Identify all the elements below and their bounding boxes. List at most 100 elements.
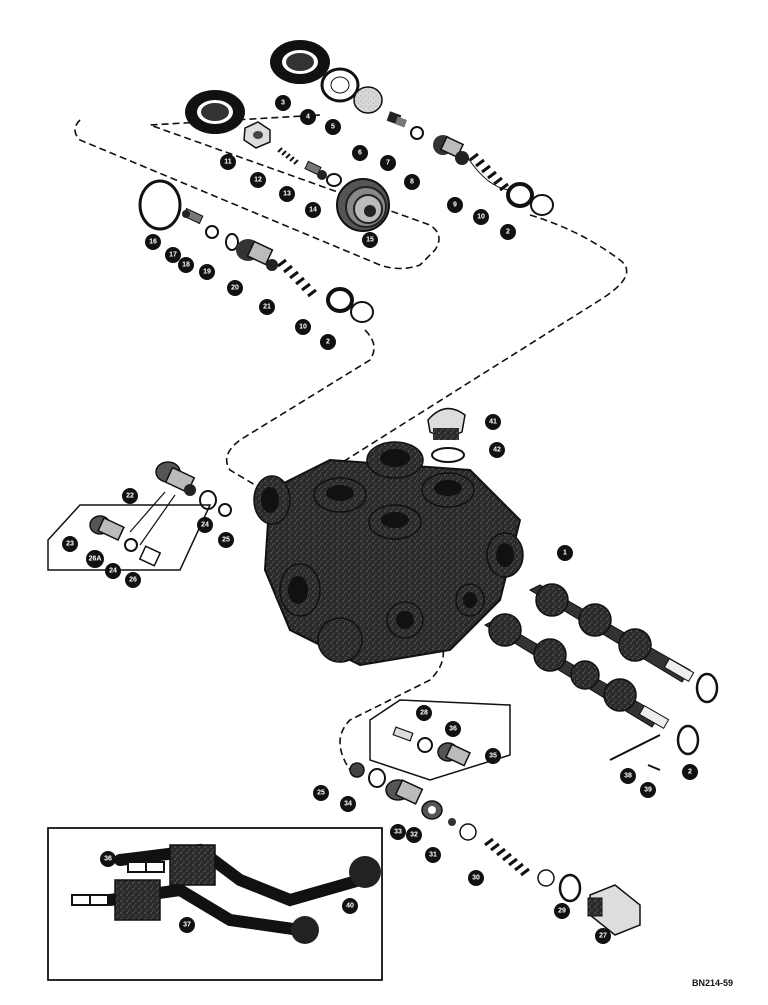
- callout-3: 3: [275, 95, 291, 111]
- callout-number: 25: [222, 537, 230, 544]
- callout-number: 19: [203, 269, 211, 276]
- callout-number: 31: [429, 852, 437, 859]
- callout-2: 2: [320, 334, 336, 350]
- callout-bubble: [218, 532, 234, 548]
- callout-26a: 26A: [86, 550, 104, 568]
- callout-number: 24: [201, 522, 209, 529]
- callout-bubble: [125, 572, 141, 588]
- callout-1: 1: [557, 545, 573, 561]
- plug-part-26: [138, 545, 162, 567]
- callout-bubble: [485, 414, 501, 430]
- washer-part-19: [225, 233, 239, 251]
- callout-bubble: [275, 95, 291, 111]
- callout-25: 25: [313, 785, 329, 801]
- callout-10: 10: [295, 319, 311, 335]
- callout-2: 2: [500, 224, 516, 240]
- callout-bubble: [554, 903, 570, 919]
- callout-number: 2: [326, 339, 330, 346]
- callout-number: 38: [624, 773, 632, 780]
- washer-part-4: [320, 67, 360, 103]
- callout-bubble: [425, 847, 441, 863]
- callout-41: 41: [485, 414, 501, 430]
- nut-part-14: [326, 173, 342, 187]
- nut-part-33-lower: [421, 800, 443, 820]
- callout-number: 7: [386, 160, 390, 167]
- o-ring-spool-end-lower: [676, 724, 700, 756]
- callout-38: 38: [620, 768, 636, 784]
- callout-bubble: [390, 824, 406, 840]
- o-ring-part-2-left: [350, 301, 374, 323]
- callout-bubble: [682, 764, 698, 780]
- callout-42: 42: [489, 442, 505, 458]
- callout-bubble: [320, 334, 336, 350]
- callout-bubble: [179, 917, 195, 933]
- callout-20: 20: [227, 280, 243, 296]
- callout-31: 31: [425, 847, 441, 863]
- callout-number: 41: [489, 419, 497, 426]
- seal-ring-part-3: [185, 40, 330, 134]
- callout-bubble: [468, 870, 484, 886]
- callout-number: 26: [129, 577, 137, 584]
- o-ring-part-2-upper: [530, 194, 554, 216]
- callout-bubble: [640, 782, 656, 798]
- callout-bubble: [199, 264, 215, 280]
- callout-bubble: [100, 851, 116, 867]
- callout-number: 13: [283, 191, 291, 198]
- callout-number: 10: [299, 324, 307, 331]
- callout-9: 9: [447, 197, 463, 213]
- relief-valve-part-22: [155, 461, 196, 496]
- callout-14: 14: [305, 202, 321, 218]
- callout-number: 5: [331, 124, 335, 131]
- callout-bubble: [122, 488, 138, 504]
- callout-17: 17: [165, 247, 181, 263]
- callout-number: 40: [346, 903, 354, 910]
- valve-housing: [253, 441, 524, 667]
- plug-part-25-lower: [349, 762, 365, 778]
- callout-bubble: [620, 768, 636, 784]
- callout-bubble: [313, 785, 329, 801]
- callout-bubble: [416, 705, 432, 721]
- callout-4: 4: [300, 109, 316, 125]
- cotter-pin-part-40: [647, 764, 661, 771]
- fitting-part-17: [182, 207, 204, 225]
- sleeve-part-8: [433, 135, 469, 165]
- spring-part-21: [277, 258, 317, 298]
- callout-number: 36: [449, 726, 457, 733]
- spool-valve-upper: [528, 583, 695, 683]
- callout-bubble: [227, 280, 243, 296]
- callout-number: 9: [453, 202, 457, 209]
- callout-bubble: [595, 928, 611, 944]
- callout-bubble: [447, 197, 463, 213]
- callout-bubble: [342, 898, 358, 914]
- callout-number: 29: [558, 908, 566, 915]
- callout-bubble: [145, 234, 161, 250]
- callout-19: 19: [199, 264, 215, 280]
- callout-bubble: [105, 563, 121, 579]
- callout-33: 33: [390, 824, 406, 840]
- drawing-code: BN214-59: [692, 978, 733, 988]
- callout-15: 15: [362, 232, 378, 248]
- callout-bubble: [473, 209, 489, 225]
- fitting-part-23: [89, 515, 125, 541]
- callout-13: 13: [279, 186, 295, 202]
- callout-bubble: [86, 550, 104, 568]
- fitting-part-35: [437, 742, 472, 767]
- callout-24: 24: [105, 563, 121, 579]
- screw-part-6: [386, 111, 408, 128]
- callout-number: 14: [309, 207, 317, 214]
- o-ring-part-24-inset: [124, 538, 138, 552]
- pin-part-39: [609, 734, 661, 761]
- callout-36: 36: [445, 721, 461, 737]
- callout-number: 20: [231, 285, 239, 292]
- callout-bubble: [220, 154, 236, 170]
- callout-number: 16: [149, 239, 157, 246]
- callout-bubble: [380, 155, 396, 171]
- callout-number: 17: [169, 252, 177, 259]
- callout-bubble: [305, 202, 321, 218]
- screw-part-13-small: [304, 160, 327, 180]
- callout-number: 27: [599, 933, 607, 940]
- callout-bubble: [300, 109, 316, 125]
- callout-37: 37: [179, 917, 195, 933]
- callout-29: 29: [554, 903, 570, 919]
